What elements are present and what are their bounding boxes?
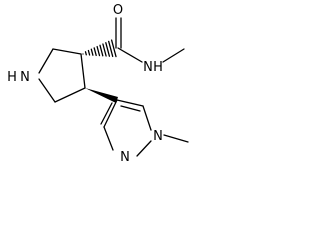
- molecule-drawing: O N H H N N N: [7, 3, 189, 165]
- carbonyl-oxygen-label: O: [113, 3, 123, 18]
- bond-ring-nh-c2: [38, 48, 54, 74]
- ring-nitrogen-label: H: [7, 70, 17, 85]
- chemical-structure: O N H H N N N: [7, 3, 189, 165]
- bond-pz-n2-n1: [136, 140, 152, 157]
- bond-pz-n1-methyl: [163, 134, 189, 143]
- bond-ring-c4-c5: [54, 87, 86, 103]
- pyrazole-n-methyl-label: N: [153, 129, 163, 144]
- bond-amide-n-methyl: [162, 48, 185, 63]
- bond-ring-c2-c3: [52, 48, 82, 55]
- bond-pz-c5-c4: [116, 99, 144, 107]
- bond-pz-c3-n2: [103, 126, 114, 151]
- bond-pz-c5-c4-inner: [120, 105, 141, 112]
- ring-hydrogen-label: N: [20, 70, 30, 85]
- pyrazole-n-label: N: [120, 150, 130, 165]
- bond-carbonyl-amide-n: [117, 47, 143, 63]
- bond-pz-n1-c5: [142, 105, 152, 131]
- amide-hydrogen-label: H: [153, 60, 163, 75]
- bond-pz-c4-c3: [103, 99, 118, 128]
- bond-ring-c3-c4: [80, 53, 86, 89]
- bond-ring-c5-nh: [38, 78, 56, 103]
- bond-pz-c3-c4-inner: [100, 102, 113, 125]
- hashed-wedge-bond-carboxamide: [82, 39, 117, 58]
- solid-wedge-bond-pyrazole: [85, 88, 118, 103]
- amide-nitrogen-label: N: [143, 60, 153, 75]
